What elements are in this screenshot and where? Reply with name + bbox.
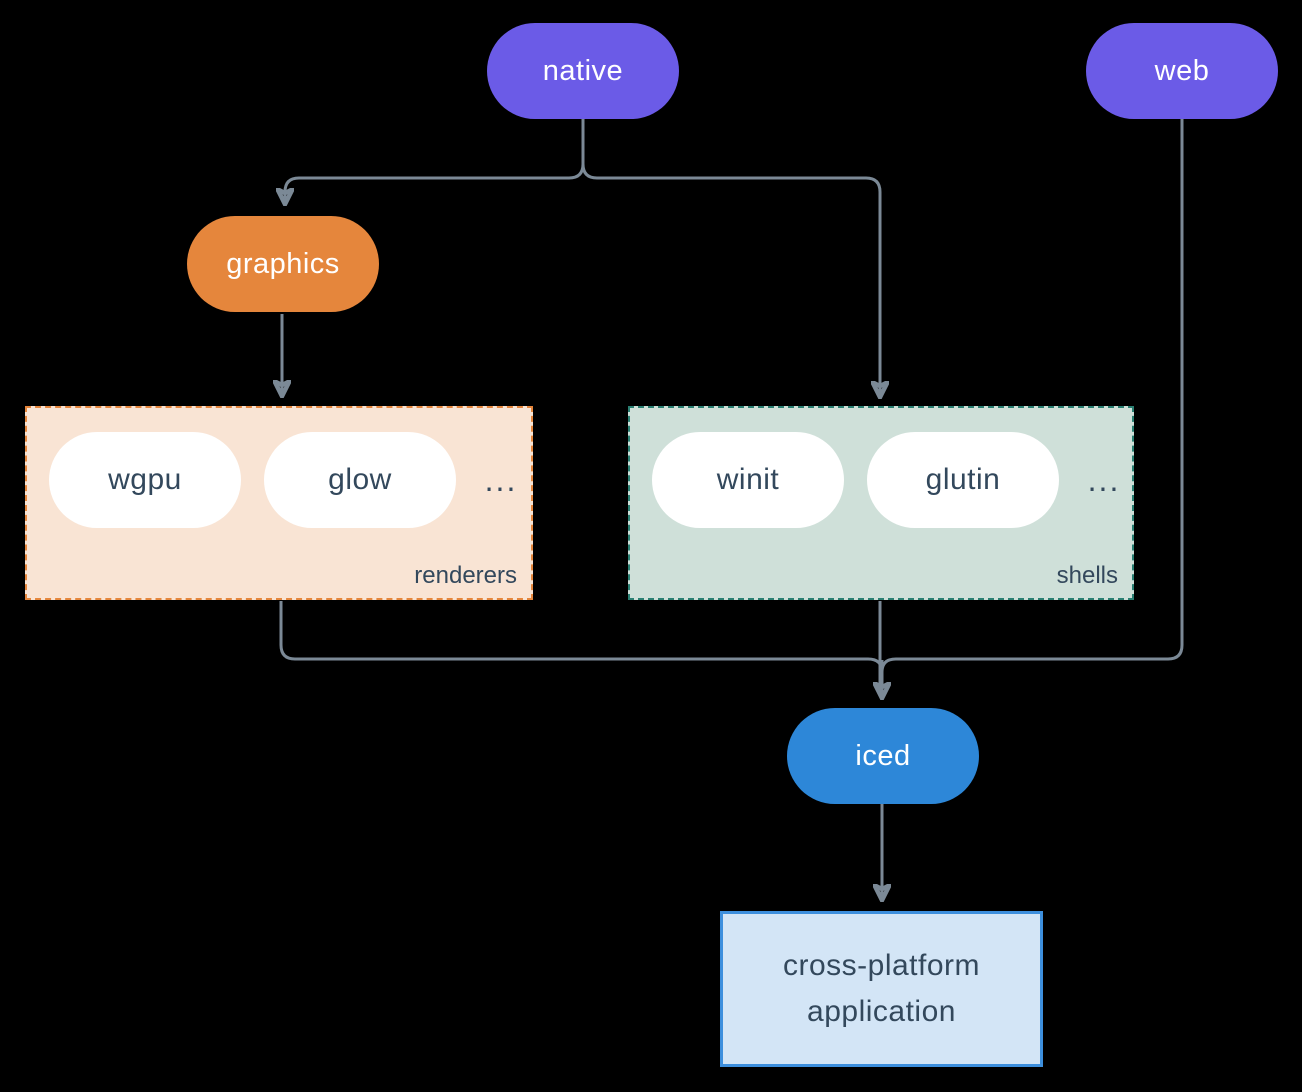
edge-renderers-to-merge: [279, 601, 884, 673]
node-cross-platform-application: cross-platform application: [720, 911, 1043, 1067]
group-shells: winit glutin ... shells: [628, 406, 1134, 600]
shells-group-label: shells: [1056, 562, 1118, 589]
node-graphics-label: graphics: [226, 247, 340, 280]
edge-native-to-graphics: [285, 119, 585, 202]
node-native-label: native: [542, 54, 624, 87]
node-native: native: [487, 23, 679, 119]
app-label-line2: application: [807, 995, 956, 1028]
node-iced-label: iced: [855, 739, 911, 772]
renderers-group-label: renderers: [414, 562, 517, 589]
pill-wgpu-label: wgpu: [108, 463, 182, 496]
app-label-line1: cross-platform: [782, 949, 981, 982]
pill-glow-label: glow: [328, 463, 392, 496]
edge-native-to-shells: [581, 119, 880, 395]
pill-glow: glow: [264, 432, 456, 528]
node-graphics: graphics: [187, 216, 379, 312]
edge-shells-to-iced: [880, 601, 882, 696]
pill-winit-label: winit: [716, 463, 780, 496]
node-web: web: [1086, 23, 1278, 119]
renderers-ellipsis: ...: [484, 461, 518, 498]
shells-ellipsis: ...: [1087, 461, 1121, 498]
node-iced: iced: [787, 708, 979, 804]
node-web-label: web: [1154, 54, 1210, 87]
edge-web-to-merge: [880, 119, 1184, 673]
pill-glutin-label: glutin: [925, 463, 1001, 496]
group-renderers: wgpu glow ... renderers: [25, 406, 533, 600]
pill-glutin: glutin: [867, 432, 1059, 528]
pill-wgpu: wgpu: [49, 432, 241, 528]
pill-winit: winit: [652, 432, 844, 528]
